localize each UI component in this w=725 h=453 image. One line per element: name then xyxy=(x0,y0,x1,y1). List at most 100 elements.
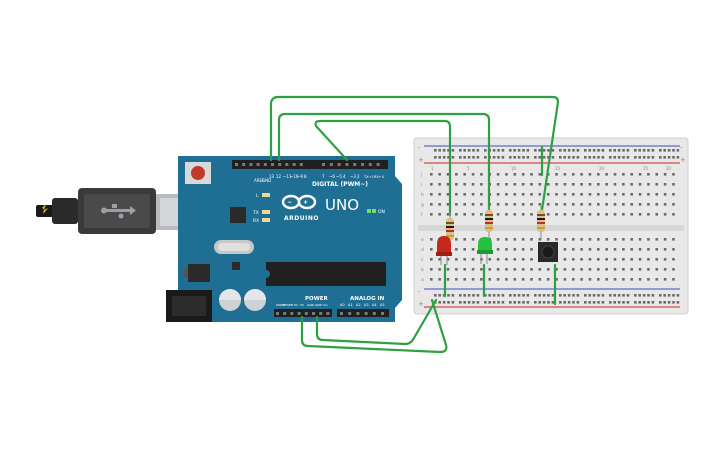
breadboard-hole[interactable] xyxy=(622,238,625,241)
rail-hole[interactable] xyxy=(609,294,612,297)
rail-hole[interactable] xyxy=(472,156,475,159)
breadboard-hole[interactable] xyxy=(530,213,533,216)
breadboard-hole[interactable] xyxy=(630,268,633,271)
breadboard[interactable]: - + - + - + j i h g f e d c b a 1 5 10 1… xyxy=(413,137,689,315)
rail-hole[interactable] xyxy=(538,294,541,297)
header-pin[interactable] xyxy=(340,312,343,315)
breadboard-hole[interactable] xyxy=(546,278,550,281)
breadboard-hole[interactable] xyxy=(613,258,617,261)
breadboard-hole[interactable] xyxy=(480,203,483,206)
breadboard-hole[interactable] xyxy=(521,193,525,196)
breadboard-hole[interactable] xyxy=(480,278,483,281)
header-pin[interactable] xyxy=(322,163,325,166)
breadboard-hole[interactable] xyxy=(546,238,550,241)
rail-hole[interactable] xyxy=(609,301,612,304)
breadboard-hole[interactable] xyxy=(488,258,492,261)
breadboard-hole[interactable] xyxy=(555,238,558,241)
rail-hole[interactable] xyxy=(438,301,441,304)
rail-hole[interactable] xyxy=(622,301,625,304)
breadboard-hole[interactable] xyxy=(613,173,617,176)
breadboard-hole[interactable] xyxy=(613,278,617,281)
rail-hole[interactable] xyxy=(647,294,650,297)
rail-hole[interactable] xyxy=(497,156,500,159)
rail-hole[interactable] xyxy=(576,149,580,152)
breadboard-hole[interactable] xyxy=(521,213,525,216)
rail-hole[interactable] xyxy=(526,149,530,152)
breadboard-hole[interactable] xyxy=(496,238,500,241)
rail-hole[interactable] xyxy=(634,149,637,152)
rail-hole[interactable] xyxy=(676,149,680,152)
breadboard-hole[interactable] xyxy=(438,183,441,186)
breadboard-hole[interactable] xyxy=(605,213,608,216)
breadboard-hole[interactable] xyxy=(622,183,625,186)
rail-hole[interactable] xyxy=(463,156,466,159)
breadboard-hole[interactable] xyxy=(630,278,633,281)
rail-hole[interactable] xyxy=(547,301,550,304)
breadboard-hole[interactable] xyxy=(630,248,633,251)
breadboard-hole[interactable] xyxy=(521,238,525,241)
breadboard-hole[interactable] xyxy=(555,173,558,176)
breadboard-hole[interactable] xyxy=(446,278,450,281)
rail-hole[interactable] xyxy=(634,301,637,304)
breadboard-hole[interactable] xyxy=(471,238,475,241)
breadboard-hole[interactable] xyxy=(672,203,675,206)
header-pin[interactable] xyxy=(290,312,294,315)
breadboard-hole[interactable] xyxy=(663,268,667,271)
breadboard-hole[interactable] xyxy=(546,268,550,271)
breadboard-hole[interactable] xyxy=(496,183,500,186)
breadboard-hole[interactable] xyxy=(638,203,642,206)
rail-hole[interactable] xyxy=(563,294,566,297)
rail-hole[interactable] xyxy=(659,149,662,152)
breadboard-hole[interactable] xyxy=(571,183,575,186)
rail-hole[interactable] xyxy=(672,301,675,304)
rail-hole[interactable] xyxy=(617,149,621,152)
rail-hole[interactable] xyxy=(551,294,555,297)
rail-hole[interactable] xyxy=(492,301,496,304)
rail-hole[interactable] xyxy=(617,294,621,297)
rail-hole[interactable] xyxy=(588,294,591,297)
breadboard-hole[interactable] xyxy=(563,213,567,216)
breadboard-hole[interactable] xyxy=(455,258,458,261)
breadboard-hole[interactable] xyxy=(530,278,533,281)
rail-hole[interactable] xyxy=(609,149,612,152)
breadboard-hole[interactable] xyxy=(546,183,550,186)
breadboard-hole[interactable] xyxy=(546,203,550,206)
rail-hole[interactable] xyxy=(522,149,525,152)
breadboard-hole[interactable] xyxy=(663,213,667,216)
breadboard-hole[interactable] xyxy=(513,258,517,261)
breadboard-hole[interactable] xyxy=(463,213,466,216)
breadboard-hole[interactable] xyxy=(471,268,475,271)
breadboard-hole[interactable] xyxy=(647,248,650,251)
rail-hole[interactable] xyxy=(597,294,600,297)
breadboard-hole[interactable] xyxy=(563,173,567,176)
header-pin[interactable] xyxy=(381,312,384,315)
rail-hole[interactable] xyxy=(563,156,566,159)
rail-hole[interactable] xyxy=(563,301,566,304)
rail-hole[interactable] xyxy=(501,294,505,297)
rail-hole[interactable] xyxy=(509,294,512,297)
breadboard-hole[interactable] xyxy=(505,258,508,261)
rail-hole[interactable] xyxy=(509,301,512,304)
rail-hole[interactable] xyxy=(663,156,666,159)
breadboard-hole[interactable] xyxy=(471,183,475,186)
breadboard-hole[interactable] xyxy=(530,238,533,241)
header-pin[interactable] xyxy=(361,163,364,166)
rail-hole[interactable] xyxy=(513,301,516,304)
breadboard-hole[interactable] xyxy=(430,268,433,271)
breadboard-hole[interactable] xyxy=(655,238,659,241)
breadboard-hole[interactable] xyxy=(588,268,592,271)
rail-hole[interactable] xyxy=(492,149,496,152)
breadboard-hole[interactable] xyxy=(430,183,433,186)
rail-hole[interactable] xyxy=(442,156,446,159)
rail-hole[interactable] xyxy=(434,156,437,159)
breadboard-hole[interactable] xyxy=(588,203,592,206)
breadboard-hole[interactable] xyxy=(588,248,592,251)
breadboard-hole[interactable] xyxy=(530,173,533,176)
breadboard-hole[interactable] xyxy=(555,213,558,216)
breadboard-hole[interactable] xyxy=(438,258,441,261)
breadboard-hole[interactable] xyxy=(563,278,567,281)
breadboard-hole[interactable] xyxy=(588,238,592,241)
rail-hole[interactable] xyxy=(476,156,480,159)
breadboard-hole[interactable] xyxy=(480,173,483,176)
rail-hole[interactable] xyxy=(451,149,455,152)
